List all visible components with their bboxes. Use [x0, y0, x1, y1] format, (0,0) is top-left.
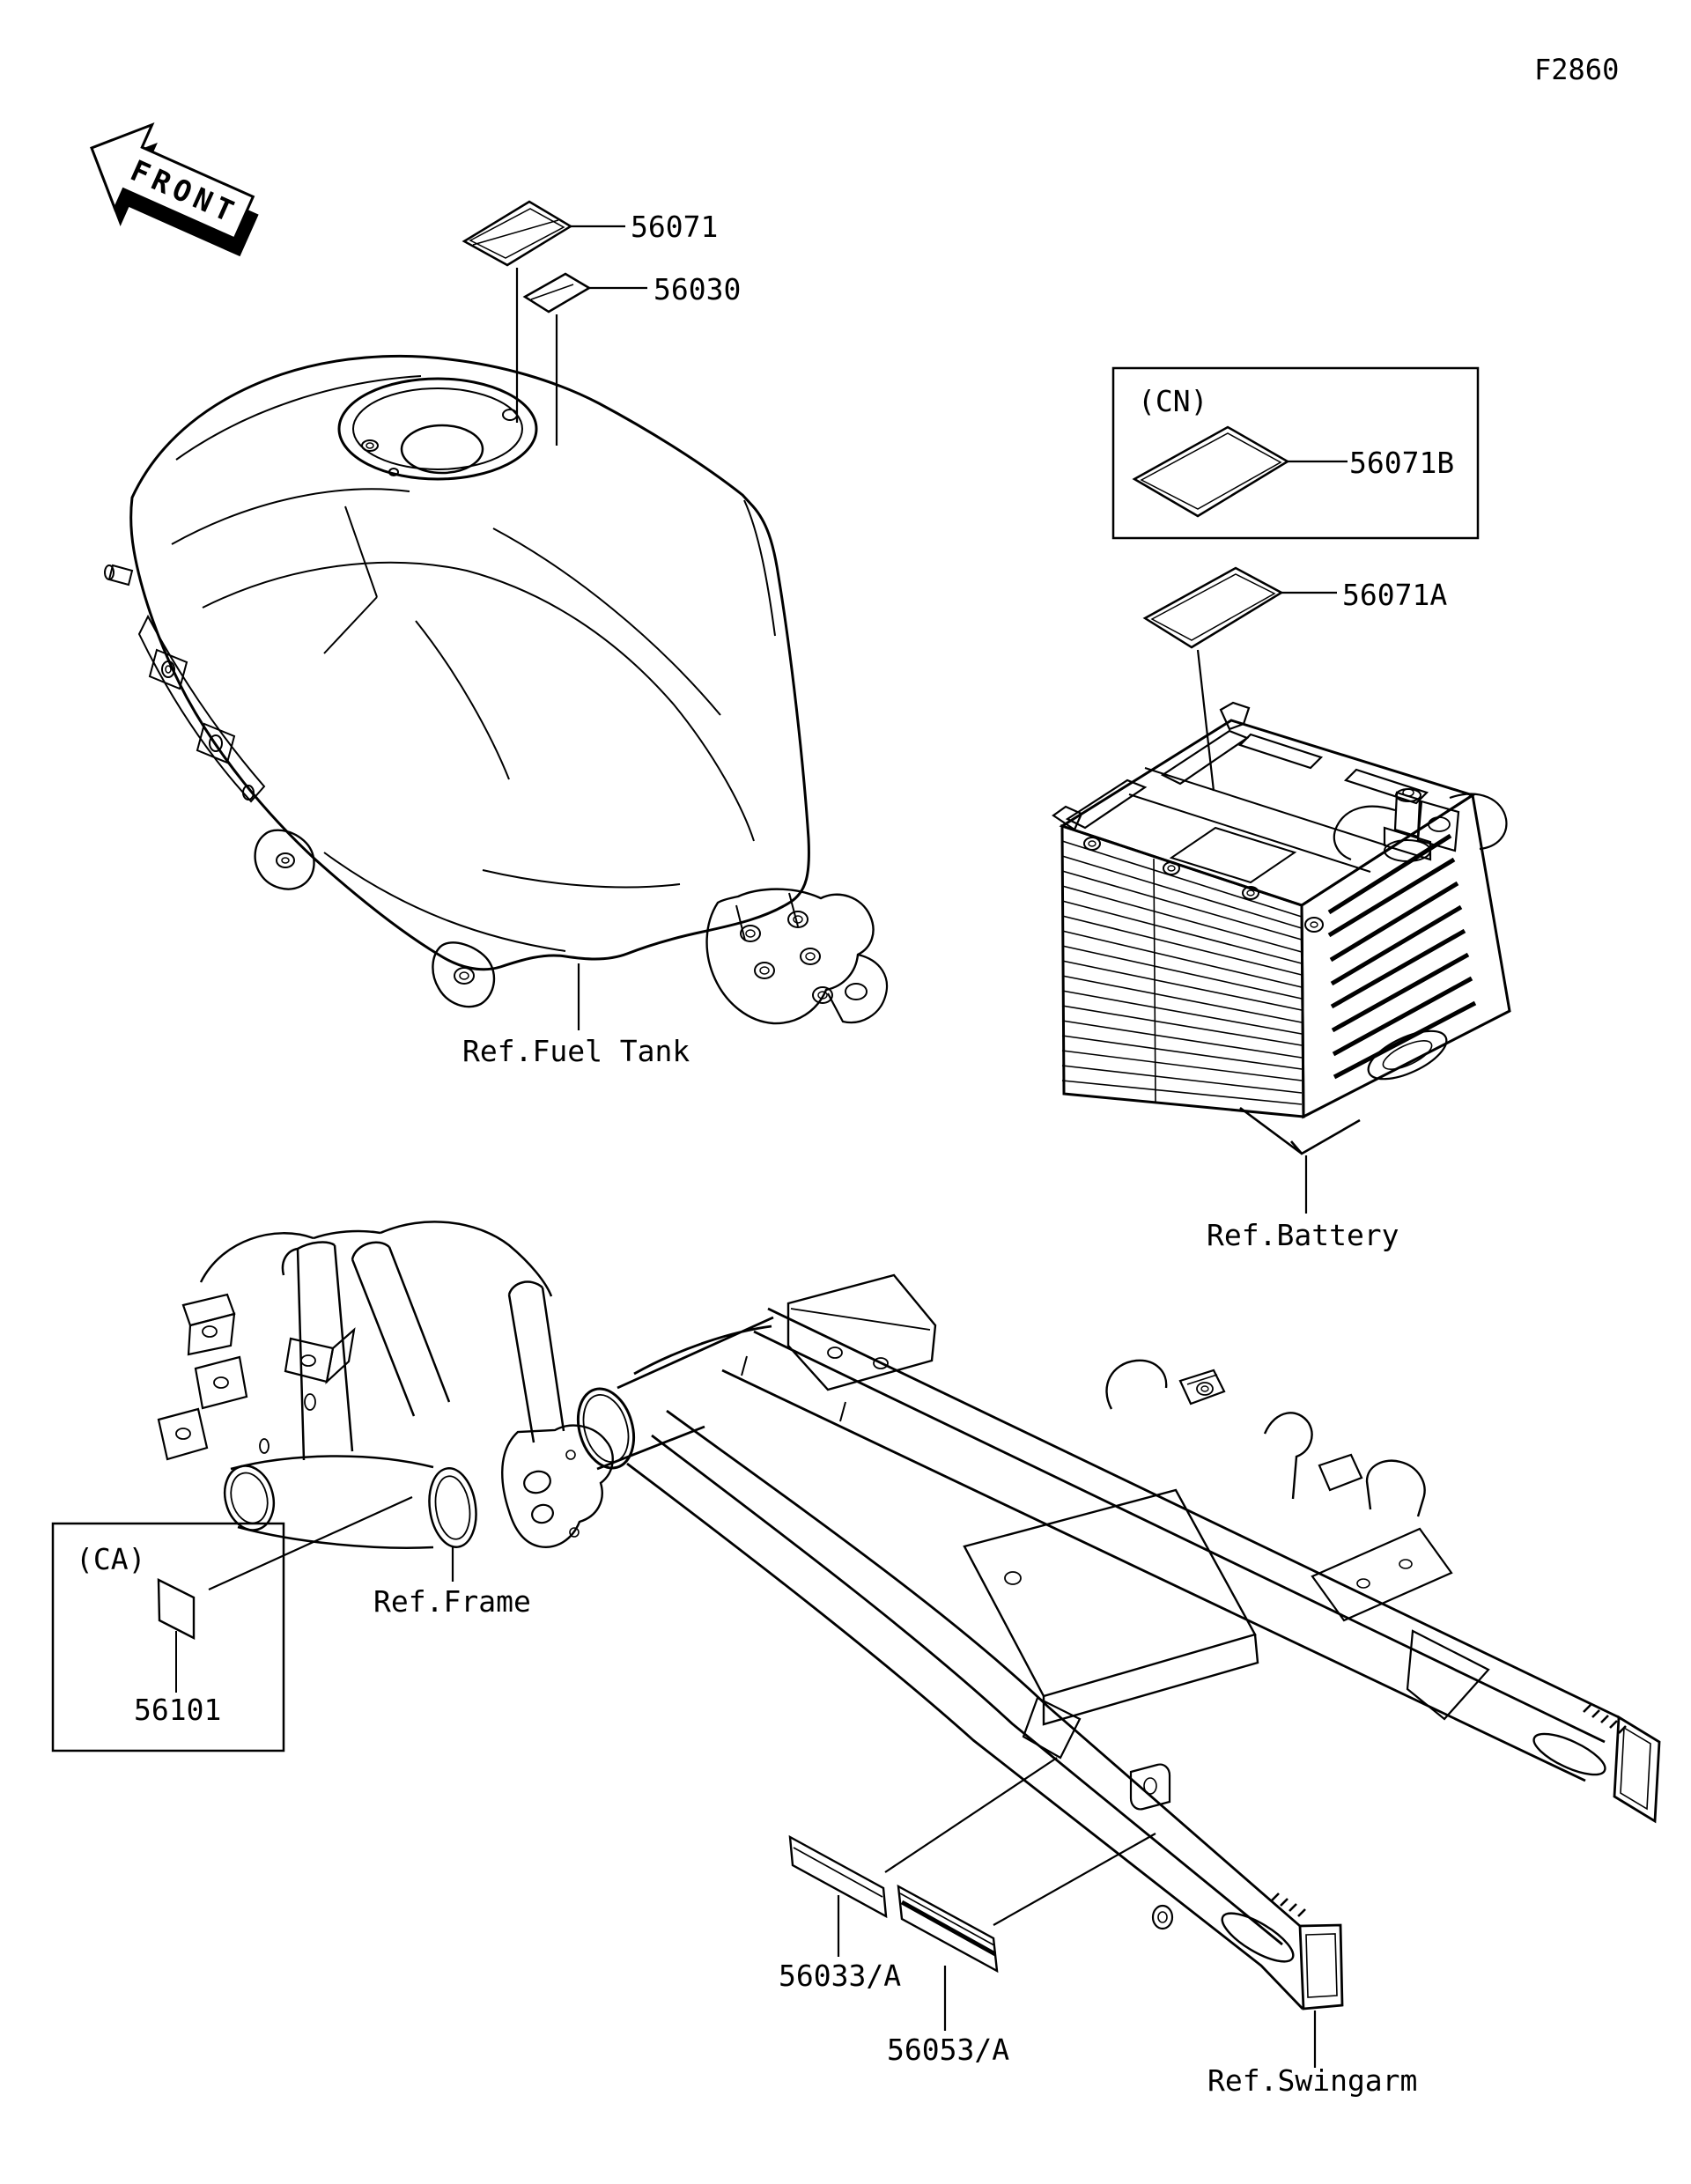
fuel-tank-left-brackets: [104, 564, 266, 803]
battery-top-face: [1059, 719, 1476, 907]
label-sticker-56033-detail: [793, 1847, 883, 1898]
swingarm-callouts: 56033/A 56053/A Ref.Swingarm: [779, 1757, 1417, 2098]
ref-battery: Ref.Battery: [1207, 1218, 1399, 1252]
ref-fuel-tank: Ref.Fuel Tank: [462, 1034, 690, 1068]
battery-callouts: (CN) 56071B 56071A Ref.Battery: [1111, 366, 1480, 1252]
label-sticker-56071-detail: [469, 208, 565, 259]
battery-top-seams: [1128, 767, 1387, 884]
battery-drawing: [1052, 701, 1511, 1155]
swingarm-pivot-tube: [576, 1387, 636, 1470]
frame-left-tube-end: [223, 1465, 276, 1531]
ref-frame: Ref.Frame: [373, 1584, 531, 1619]
swingarm-tab-bracket: [1129, 1763, 1171, 1811]
ca-region-tag: (CA): [76, 1542, 145, 1576]
battery-lower-recess-inner: [1382, 1040, 1433, 1070]
part-number-56071a: 56071A: [1342, 578, 1447, 612]
swingarm-cable-clips: [741, 1355, 1426, 1517]
swingarm-leader-lines: [837, 1757, 1317, 2068]
battery-left-face: [1060, 823, 1305, 1118]
part-number-56101: 56101: [134, 1693, 221, 1727]
cn-region-tag: (CN): [1138, 384, 1207, 418]
fuel-tank-drawing: [104, 354, 889, 1025]
swingarm-lower-rail: [626, 1409, 1304, 2010]
label-sticker-56053: [897, 1884, 999, 1974]
label-sticker-56071: [462, 200, 573, 267]
swingarm-pivot-tube-inner: [582, 1394, 630, 1463]
battery-right-face: [1300, 793, 1511, 1119]
part-number-56071b: 56071B: [1349, 446, 1454, 480]
fuel-tank-callouts: 56071 56030 Ref.Fuel Tank: [462, 200, 741, 1068]
label-sticker-56071a-detail: [1150, 573, 1276, 641]
fuel-tank-outline: [129, 354, 810, 971]
label-sticker-56030-detail: [530, 284, 574, 300]
label-sticker-56030: [522, 272, 592, 314]
swingarm-drawing: [576, 1273, 1661, 2011]
fuel-tank-rear-bracket: [705, 888, 889, 1025]
swingarm-rear-brackets: [1311, 1527, 1490, 1721]
swingarm-upper-slot: [1532, 1732, 1606, 1776]
frame-brackets: [157, 1293, 356, 1461]
swingarm-upper-end-cap: [1613, 1715, 1661, 1824]
label-sticker-56053-stripe-thick: [900, 1900, 997, 1957]
part-number-56030: 56030: [654, 272, 741, 306]
battery-handle-rails: [1052, 701, 1429, 831]
label-sticker-56053-stripe-thin: [899, 1893, 995, 1946]
part-number-56071: 56071: [631, 210, 718, 244]
frame-drawing: [157, 1221, 614, 1549]
swingarm-bolt: [1151, 1904, 1174, 1930]
front-arrow-icon: FRONT: [90, 122, 259, 257]
swingarm-pivot-body: [596, 1316, 774, 1471]
swingarm-upper-end-cap-inner: [1620, 1726, 1651, 1811]
label-sticker-56071b-detail: [1140, 432, 1282, 510]
part-number-56033a: 56033/A: [779, 1959, 901, 1993]
label-sticker-56101: [157, 1578, 196, 1640]
label-sticker-56033: [788, 1834, 888, 1919]
cn-region-box: [1111, 366, 1480, 540]
front-arrow-body: [90, 122, 255, 240]
swingarm-upper-ticks: [1583, 1704, 1627, 1734]
frame-callouts: (CA) 56101 Ref.Frame: [51, 1495, 531, 1752]
battery-vent-slots: [1327, 833, 1477, 1080]
frame-tubes: [199, 1221, 565, 1549]
frame-engine-flange: [501, 1424, 614, 1548]
frame-leader-lines: [208, 1495, 454, 1591]
battery-lower-recess: [1367, 1029, 1448, 1081]
leader-56071a: [1196, 591, 1337, 792]
swingarm-tab-hole: [1143, 1777, 1157, 1795]
label-sticker-56071a: [1142, 566, 1284, 649]
battery-bolts: [1083, 837, 1324, 933]
swingarm-lower-end-cap: [1298, 1923, 1344, 2011]
battery-terminal: [1333, 788, 1508, 862]
battery-keel: [1239, 1106, 1361, 1155]
page-code: F2860: [1534, 53, 1619, 86]
swingarm-front-bracket: [786, 1273, 937, 1391]
swingarm-bolt-inner: [1157, 1911, 1168, 1923]
swingarm-lower-ticks: [1271, 1893, 1306, 1917]
swingarm-lower-end-cap-inner: [1305, 1933, 1338, 1998]
swingarm-center-plate: [963, 1488, 1259, 1760]
swingarm-lower-slot: [1221, 1912, 1295, 1963]
swingarm-upper-rail: [721, 1307, 1620, 1782]
frame-right-tube-end: [428, 1467, 477, 1548]
ref-swingarm: Ref.Swingarm: [1207, 2063, 1417, 2098]
frame-right-tube-end-inner: [434, 1475, 471, 1540]
fuel-tank-mount-tabs: [254, 829, 496, 1008]
battery-cooling-fins: [1061, 840, 1303, 1105]
fuel-filler-cap: [337, 377, 538, 481]
part-number-56053a: 56053/A: [887, 2033, 1009, 2067]
fuel-tank-leader-lines: [515, 225, 647, 1030]
ca-region-box: [51, 1522, 285, 1752]
fuel-tank-contour-lines: [171, 375, 776, 952]
